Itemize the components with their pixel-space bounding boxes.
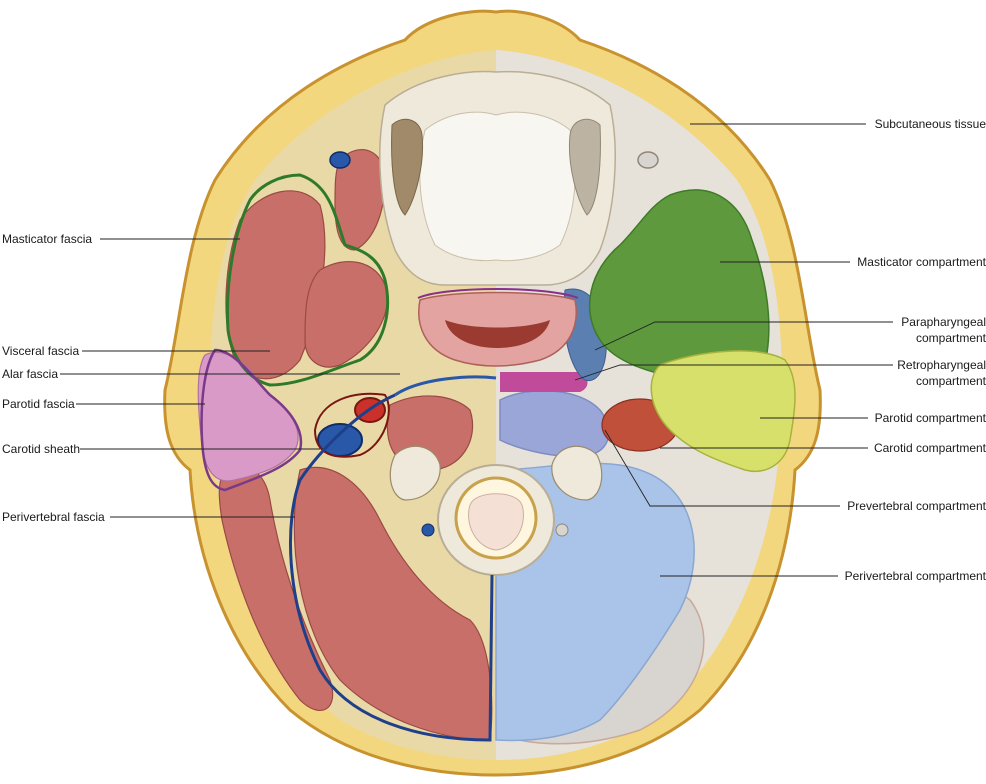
leader-retropharyngeal-compartment bbox=[574, 364, 893, 381]
airway-lumen bbox=[445, 320, 550, 348]
parotid-compartment bbox=[650, 350, 796, 472]
carotid-sheath-line bbox=[313, 392, 390, 458]
alar-fascia-line bbox=[394, 375, 497, 397]
nasal-cavity bbox=[419, 111, 576, 262]
right-vertebral-artery bbox=[555, 523, 569, 537]
visceral-fascia-line bbox=[417, 288, 579, 299]
right-facial-vein bbox=[637, 151, 659, 169]
label-parapharyngeal-line2: compartment bbox=[916, 331, 986, 345]
leader-parapharyngeal-compartment bbox=[594, 321, 893, 351]
label-carotid-compartment: Carotid compartment bbox=[874, 441, 986, 455]
left-facial-vein bbox=[329, 151, 351, 169]
leader-prevertebral-compartment bbox=[604, 429, 840, 507]
label-masticator-compartment: Masticator compartment bbox=[857, 255, 986, 269]
label-perivertebral-fascia: Perivertebral fascia bbox=[2, 510, 105, 524]
label-alar-fascia: Alar fascia bbox=[2, 367, 58, 381]
masticator-fascia-line bbox=[226, 173, 389, 387]
label-subcutaneous-tissue: Subcutaneous tissue bbox=[875, 117, 986, 131]
right-transverse-process bbox=[551, 445, 603, 501]
label-carotid-sheath: Carotid sheath bbox=[2, 442, 80, 456]
spinal-cord bbox=[468, 493, 524, 551]
left-vertebral-artery bbox=[421, 523, 435, 537]
leader-lines bbox=[60, 123, 893, 577]
right-maxillary-sinus bbox=[568, 118, 601, 216]
label-prevertebral-compartment: Prevertebral compartment bbox=[847, 499, 986, 513]
label-retropharyngeal-line1: Retropharyngeal bbox=[897, 358, 986, 372]
left-temporalis-muscle bbox=[334, 149, 386, 251]
label-parapharyngeal-line1: Parapharyngeal bbox=[901, 315, 986, 329]
label-perivertebral-compartment: Perivertebral compartment bbox=[845, 569, 986, 583]
parotid-fascia-line bbox=[200, 348, 303, 492]
left-transverse-process bbox=[389, 445, 441, 501]
perivertebral-fascia-line bbox=[288, 393, 494, 742]
left-outer-muscles bbox=[218, 465, 334, 711]
label-masticator-fascia: Masticator fascia bbox=[2, 232, 92, 246]
left-maxillary-sinus bbox=[391, 118, 424, 216]
retropharyngeal-compartment bbox=[500, 372, 588, 392]
label-parotid-compartment: Parotid compartment bbox=[875, 411, 986, 425]
label-retropharyngeal-line2: compartment bbox=[916, 374, 986, 388]
left-pterygoid-muscle bbox=[304, 261, 388, 368]
label-visceral-fascia: Visceral fascia bbox=[2, 344, 79, 358]
label-parotid-fascia: Parotid fascia bbox=[2, 397, 75, 411]
